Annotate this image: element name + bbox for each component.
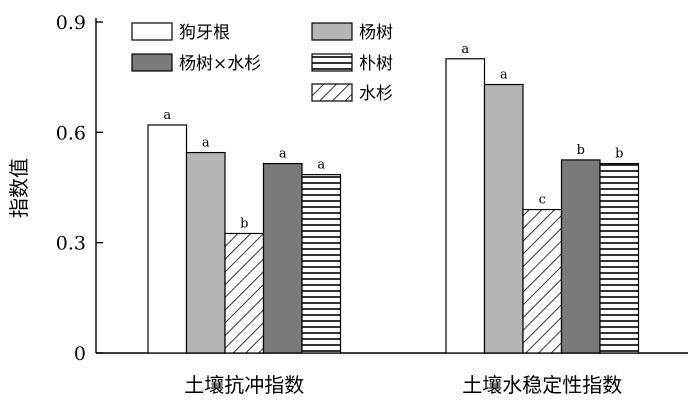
legend-swatch <box>311 53 353 72</box>
bar <box>560 159 601 354</box>
significance-label: a <box>202 136 210 151</box>
legend-label: 水杉 <box>359 84 393 104</box>
legend-label: 杨树 <box>359 23 393 43</box>
legend-swatch <box>131 53 173 72</box>
bar <box>445 58 486 354</box>
y-tick-label: 0.6 <box>56 122 86 144</box>
y-tick-label: 0.3 <box>56 233 86 255</box>
legend-label: 朴树 <box>359 54 393 74</box>
bar <box>224 232 265 354</box>
bar <box>301 174 342 354</box>
x-category-label: 土壤抗冲指数 <box>184 373 304 397</box>
legend-label: 杨树×水杉 <box>179 54 261 74</box>
bar <box>522 208 563 354</box>
significance-label: a <box>500 68 508 83</box>
bar <box>262 162 303 354</box>
significance-label: b <box>240 216 248 231</box>
significance-label: a <box>279 147 287 162</box>
legend-swatch <box>131 22 173 41</box>
bar <box>185 151 226 354</box>
bar <box>147 124 188 354</box>
legend-label: 狗牙根 <box>179 23 230 43</box>
significance-label: a <box>163 108 171 123</box>
bars: a a b a a 土壤抗冲指数 a a c b b 土壤水稳定性指数 <box>147 42 640 397</box>
significance-label: c <box>539 193 546 208</box>
bar <box>599 162 640 354</box>
significance-label: b <box>615 147 623 162</box>
y-tick-label: 0 <box>74 343 86 365</box>
significance-label: a <box>461 42 469 57</box>
legend-swatch <box>311 22 353 41</box>
legend-swatch <box>311 83 353 102</box>
y-axis-label: 指数值 <box>7 158 31 218</box>
x-category-label: 土壤水稳定性指数 <box>462 373 622 397</box>
significance-label: a <box>317 158 325 173</box>
bar <box>483 83 524 354</box>
y-tick-label: 0.9 <box>56 12 86 34</box>
significance-label: b <box>577 143 585 158</box>
